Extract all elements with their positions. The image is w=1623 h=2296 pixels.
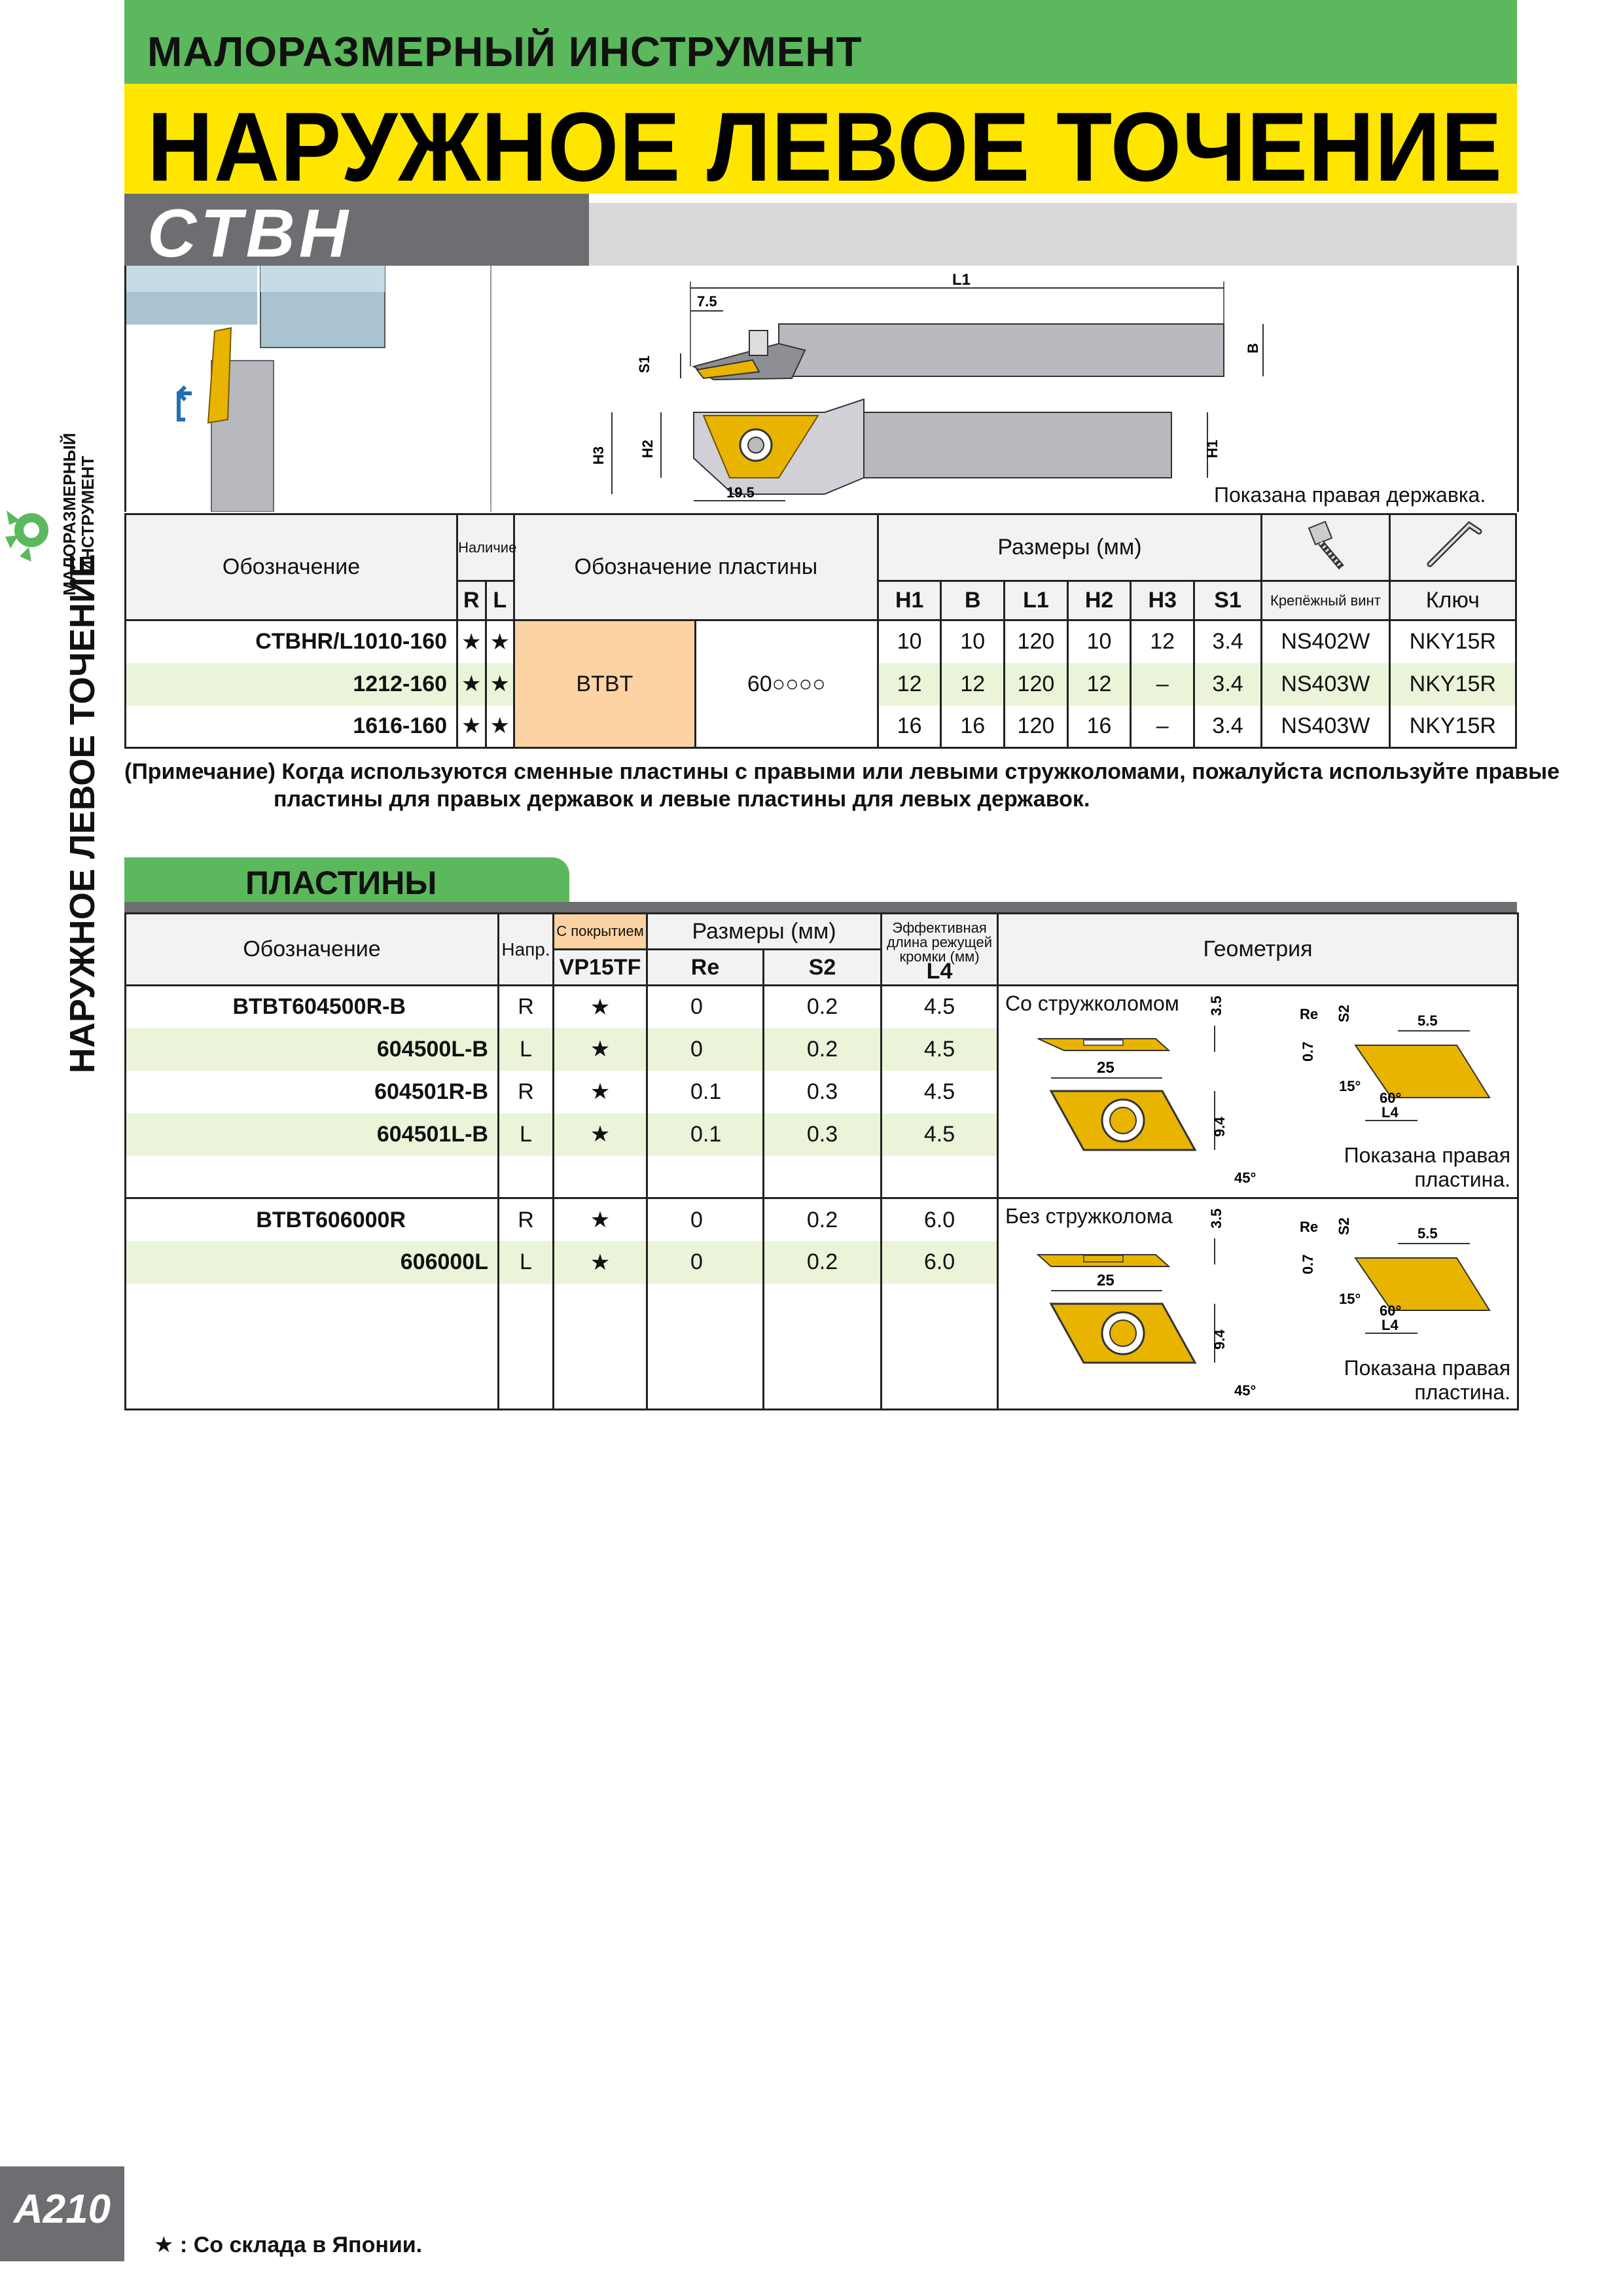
geo2-angle-60: 60° [1380, 1302, 1401, 1319]
drawing-caption: Показана правая державка. [1214, 483, 1486, 507]
col-insert: Обозначение пластины [512, 513, 879, 621]
table-row: BTBT606000R R ★ 0 0.2 6.0 Без стружколом… [124, 1197, 1520, 1410]
col-H2: H2 [1066, 580, 1132, 621]
table-row: CTBHR/L1010-160 ★ ★ BTBT 60○○○○ 10 10 12… [124, 619, 1518, 749]
geo1-Re: Re [1300, 1006, 1318, 1022]
category-title: МАЛОРАЗМЕРНЫЙ ИНСТРУМЕНТ [147, 28, 863, 75]
page-number: A210 [13, 2187, 111, 2232]
col-S1: S1 [1192, 580, 1263, 621]
geo1-dim-25: 25 [1097, 1059, 1115, 1077]
insert-geometry-drawing-2: 3.5 25 9.4 45° Re S2 5.5 0.7 15° [1036, 1208, 1491, 1399]
col-insert-designation: Обозначение [124, 912, 499, 986]
dim-L1: L1 [952, 271, 971, 289]
geo2-angle-15: 15° [1339, 1291, 1361, 1307]
dim-19-5: 19.5 [726, 484, 755, 501]
table-row: 604501L-B L ★ 0.1 0.3 4.5 [124, 1113, 1518, 1156]
col-Re: Re [646, 948, 764, 986]
geo1-dim-5-5: 5.5 [1418, 1013, 1438, 1029]
table-row: 604500L-B L ★ 0 0.2 4.5 [124, 1028, 1518, 1071]
col-designation: Обозначение [124, 513, 459, 621]
col-grade: VP15TF [552, 948, 648, 986]
geo2-L4: L4 [1382, 1317, 1399, 1333]
geo2-dim-25: 25 [1097, 1272, 1115, 1289]
note-line-1: (Примечание) Когда используются сменные … [124, 759, 1560, 784]
geometry-caption-1: Показана правая пластина. [1344, 1143, 1511, 1191]
insert-code: 60○○○○ [694, 619, 879, 749]
key-icon [1388, 513, 1518, 582]
geo1-angle-60: 60° [1380, 1090, 1401, 1106]
geo2-dim-3-5: 3.5 [1208, 1208, 1224, 1229]
col-B: B [940, 580, 1006, 621]
screw-icon [1260, 513, 1391, 582]
col-L1: L1 [1003, 580, 1069, 621]
col-L4: L4 [926, 958, 953, 984]
geo1-dim-3-5: 3.5 [1208, 996, 1224, 1016]
col-availability: Наличие [456, 513, 516, 582]
col-H3: H3 [1130, 580, 1195, 621]
holder-drawing-frame [124, 266, 1519, 512]
col-dims: Размеры (мм) [876, 513, 1263, 582]
col-screw: Крепёжный винт [1260, 580, 1391, 621]
geometry-label-2: Без стружколома [1005, 1204, 1173, 1228]
geo2-Re: Re [1300, 1219, 1318, 1235]
dim-H1: H1 [1204, 440, 1221, 458]
holder-photo [126, 265, 491, 512]
geo2-dim-0-7: 0.7 [1300, 1254, 1316, 1274]
col-effective-length: Эффективная длина режущей кромки (мм) [887, 919, 993, 965]
dim-7-5: 7.5 [697, 293, 717, 310]
col-S2: S2 [762, 948, 883, 986]
geometry-cell-1: Со стружколомом 3.5 25 9.4 45° Re S2 [997, 984, 1520, 1199]
inserts-tab [124, 857, 569, 907]
stock-legend: ★ : Со склада в Японии. [154, 2233, 423, 2257]
header-band-yellow [124, 84, 1517, 194]
geo1-L4: L4 [1382, 1104, 1399, 1121]
dim-S1: S1 [636, 355, 652, 373]
holders-table: Обозначение Наличие Обозначение пластины… [124, 513, 1518, 749]
dim-H2: H2 [639, 440, 656, 458]
geo2-angle-45: 45° [1234, 1382, 1256, 1399]
col-direction: Напр. [497, 912, 554, 986]
geo1-angle-45: 45° [1234, 1170, 1256, 1186]
note-line-2: пластины для правых державок и левые пла… [274, 787, 1090, 812]
table-row: 1616-160 ★ ★ 16 16 120 16 – 3.4 NS403W N… [124, 705, 1518, 749]
model-name: CTBH [147, 196, 352, 272]
table-row: 604501R-B R ★ 0.1 0.3 4.5 [124, 1070, 1518, 1113]
geo2-dim-9-4: 9.4 [1211, 1329, 1228, 1350]
holder-dimension-drawing: L1 7.5 B S1 H3 H2 H1 19.5 [563, 268, 1322, 504]
col-insert-dims: Размеры (мм) [645, 912, 883, 950]
side-logo-icon [0, 484, 52, 583]
model-band [124, 194, 589, 266]
geometry-caption-2: Показана правая пластина. [1344, 1356, 1511, 1404]
table-row: 606000L L ★ 0 0.2 6.0 [124, 1241, 1518, 1284]
col-geometry: Геометрия [997, 912, 1520, 986]
geo1-angle-15: 15° [1339, 1078, 1361, 1094]
geo1-dim-9-4: 9.4 [1211, 1117, 1228, 1137]
insert-type: BTBT [512, 619, 696, 749]
inserts-section-title: ПЛАСТИНЫ [245, 865, 437, 901]
col-coated: С покрытием [552, 912, 648, 950]
page-title: НАРУЖНОЕ ЛЕВОЕ ТОЧЕНИЕ [147, 92, 1503, 202]
geometry-cell-2: Без стружколома 3.5 25 9.4 45° Re S2 [997, 1197, 1520, 1410]
inserts-table: Обозначение Напр. С покрытием Размеры (м… [124, 912, 1520, 1410]
col-R: R [456, 580, 487, 621]
dim-H3: H3 [590, 446, 607, 465]
col-L: L [484, 580, 515, 621]
geo2-S2: S2 [1336, 1217, 1352, 1235]
inserts-tab-bar [124, 902, 1517, 912]
geo1-S2: S2 [1336, 1005, 1352, 1022]
page-number-box [0, 2166, 124, 2261]
header-band-green [124, 0, 1517, 84]
geo2-dim-5-5: 5.5 [1418, 1225, 1438, 1242]
col-H1: H1 [876, 580, 942, 621]
model-band-light [589, 203, 1517, 266]
side-vertical-title: НАРУЖНОЕ ЛЕВОЕ ТОЧЕНИЕ [63, 554, 102, 1073]
dim-B: B [1245, 343, 1261, 353]
col-key: Ключ [1388, 580, 1518, 621]
table-row: BTBT604500R-B R ★ 0 0.2 4.5 Со стружколо… [124, 984, 1520, 1199]
geo1-dim-0-7: 0.7 [1300, 1041, 1316, 1062]
geometry-label-1: Со стружколомом [1005, 992, 1179, 1015]
insert-geometry-drawing-1: 3.5 25 9.4 45° Re S2 5.5 0.7 15° [1037, 996, 1491, 1186]
